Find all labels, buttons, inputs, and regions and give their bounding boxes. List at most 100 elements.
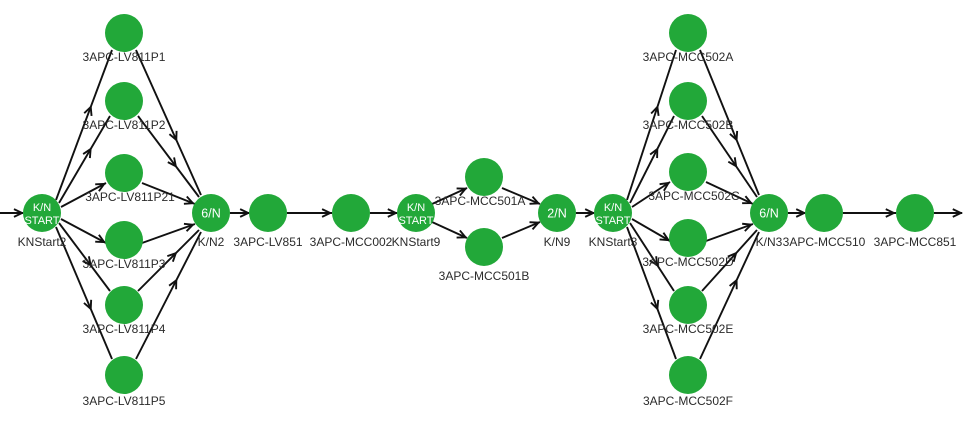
edge-mcc502e-to-kn3 (701, 229, 758, 292)
node-caption-lv811p4: 3APC-LV811P4 (83, 322, 166, 336)
node-kn2[interactable]: 6/NK/N2 (192, 194, 230, 249)
edge-knstart2-to-lv811p2 (58, 115, 111, 204)
node-caption-kn2: K/N2 (198, 235, 225, 249)
node-lv811p5[interactable]: 3APC-LV811P5 (83, 356, 166, 408)
edge-knstart3-to-mcc502d (631, 218, 671, 242)
node-circle-lv851[interactable] (249, 194, 287, 232)
node-caption-mcc502a: 3APC-MCC502A (643, 50, 734, 64)
node-caption-mcc502d: 3APC-MCC502D (642, 255, 734, 269)
node-circle-knstart3[interactable] (594, 194, 632, 232)
node-lv811p21[interactable]: 3APC-LV811P21 (85, 154, 175, 204)
node-kn9[interactable]: 2/NK/N9 (538, 194, 576, 249)
node-caption-knstart2: KNStart2 (18, 235, 67, 249)
node-caption-mcc851: 3APC-MCC851 (874, 235, 957, 249)
node-mcc002[interactable]: 3APC-MCC002 (310, 194, 393, 249)
edge-lv811p4-to-kn2 (137, 229, 200, 292)
node-mcc510[interactable]: 3APC-MCC510 (783, 194, 866, 249)
node-circle-mcc502c[interactable] (669, 153, 707, 191)
node-circle-mcc501b[interactable] (465, 228, 503, 266)
edge-knstart3-to-mcc502e (629, 222, 675, 292)
node-lv811p4[interactable]: 3APC-LV811P4 (83, 286, 166, 336)
node-lv811p3[interactable]: 3APC-LV811P3 (83, 221, 166, 271)
node-caption-mcc501a: 3APC-MCC501A (435, 194, 526, 208)
node-caption-lv851: 3APC-LV851 (233, 235, 302, 249)
node-lv811p1[interactable]: 3APC-LV811P1 (83, 14, 166, 64)
node-mcc851[interactable]: 3APC-MCC851 (874, 194, 957, 249)
node-lv851[interactable]: 3APC-LV851 (233, 194, 303, 249)
node-mcc502e[interactable]: 3APC-MCC502E (643, 286, 734, 336)
edge-mcc502f-to-kn3 (699, 231, 760, 360)
node-caption-lv811p5: 3APC-LV811P5 (83, 394, 166, 408)
node-mcc502d[interactable]: 3APC-MCC502D (642, 219, 734, 269)
node-circle-mcc502e[interactable] (669, 286, 707, 324)
edge-knstart9-to-mcc501a (431, 187, 468, 205)
node-inner-label-knstart9-line2: START (398, 215, 433, 227)
node-inner-label-knstart9-line1: K/N (407, 202, 425, 214)
node-inner-label-knstart2-line1: K/N (33, 202, 51, 214)
edge-mcc502c-to-kn3 (705, 181, 754, 205)
node-kn3[interactable]: 6/NK/N3 (750, 194, 788, 249)
node-mcc502c[interactable]: 3APC-MCC502C (648, 153, 740, 203)
edge-mcc510-to-mcc851 (843, 208, 897, 218)
edge-knstart3-to-mcc502a (626, 49, 677, 201)
node-inner-label-kn9: 2/N (547, 206, 566, 220)
node-mcc501b[interactable]: 3APC-MCC501B (439, 228, 530, 283)
node-circle-lv811p5[interactable] (105, 356, 143, 394)
node-caption-lv811p2: 3APC-LV811P2 (83, 118, 166, 132)
node-circle-lv811p4[interactable] (105, 286, 143, 324)
node-circle-mcc502a[interactable] (669, 14, 707, 52)
node-caption-mcc501b: 3APC-MCC501B (439, 269, 530, 283)
node-caption-mcc002: 3APC-MCC002 (310, 235, 393, 249)
node-circle-knstart2[interactable] (23, 194, 61, 232)
node-circle-kn3[interactable] (750, 194, 788, 232)
edge-lv811p3-to-kn2 (141, 222, 196, 244)
node-caption-kn3: K/N3 (756, 235, 783, 249)
edge-knstart2-to-lv811p5 (55, 226, 113, 360)
node-circle-mcc502b[interactable] (669, 82, 707, 120)
node-mcc502a[interactable]: 3APC-MCC502A (643, 14, 734, 64)
node-circle-mcc851[interactable] (896, 194, 934, 232)
node-circle-mcc002[interactable] (332, 194, 370, 232)
edge-kn2-to-lv851 (230, 208, 251, 218)
node-circle-knstart9[interactable] (397, 194, 435, 232)
node-mcc501a[interactable]: 3APC-MCC501A (435, 158, 526, 208)
node-circle-lv811p21[interactable] (105, 154, 143, 192)
node-lv811p2[interactable]: 3APC-LV811P2 (83, 82, 166, 132)
edge-knstart3-to-mcc502b (629, 115, 675, 204)
edge-knstart3-to-mcc502f (626, 226, 677, 360)
node-inner-label-knstart2-line2: START (24, 215, 59, 227)
edge-kn9-to-knstart3 (576, 208, 596, 218)
edge-knstart9-to-mcc501b (431, 221, 468, 239)
node-mcc502b[interactable]: 3APC-MCC502B (643, 82, 734, 132)
edge-inlet-left-to-knstart2 (0, 208, 25, 218)
edge-mcc502d-to-kn3 (705, 222, 754, 242)
node-circle-lv811p1[interactable] (105, 14, 143, 52)
node-caption-mcc510: 3APC-MCC510 (783, 235, 866, 249)
node-circle-kn9[interactable] (538, 194, 576, 232)
node-caption-knstart9: KNStart9 (392, 235, 441, 249)
node-circle-mcc501a[interactable] (465, 158, 503, 196)
node-mcc502f[interactable]: 3APC-MCC502F (643, 356, 733, 408)
node-caption-knstart3: KNStart3 (589, 235, 638, 249)
edge-kn3-to-mcc510 (788, 208, 807, 218)
edge-knstart3-to-mcc502c (631, 181, 671, 208)
node-circle-mcc502f[interactable] (669, 356, 707, 394)
node-circle-mcc510[interactable] (805, 194, 843, 232)
edge-lv811p2-to-kn2 (137, 115, 200, 198)
edges-layer (0, 49, 964, 360)
edge-mcc851-to-outlet-right (934, 208, 964, 218)
node-circle-kn2[interactable] (192, 194, 230, 232)
edge-knstart2-to-lv811p4 (58, 222, 111, 292)
node-circle-lv811p2[interactable] (105, 82, 143, 120)
node-circle-lv811p3[interactable] (105, 221, 143, 259)
node-inner-label-knstart3-line1: K/N (604, 202, 622, 214)
edge-mcc501b-to-kn9 (501, 221, 541, 239)
node-caption-mcc502c: 3APC-MCC502C (648, 189, 740, 203)
node-circle-mcc502d[interactable] (669, 219, 707, 257)
edge-lv851-to-mcc002 (287, 208, 333, 218)
